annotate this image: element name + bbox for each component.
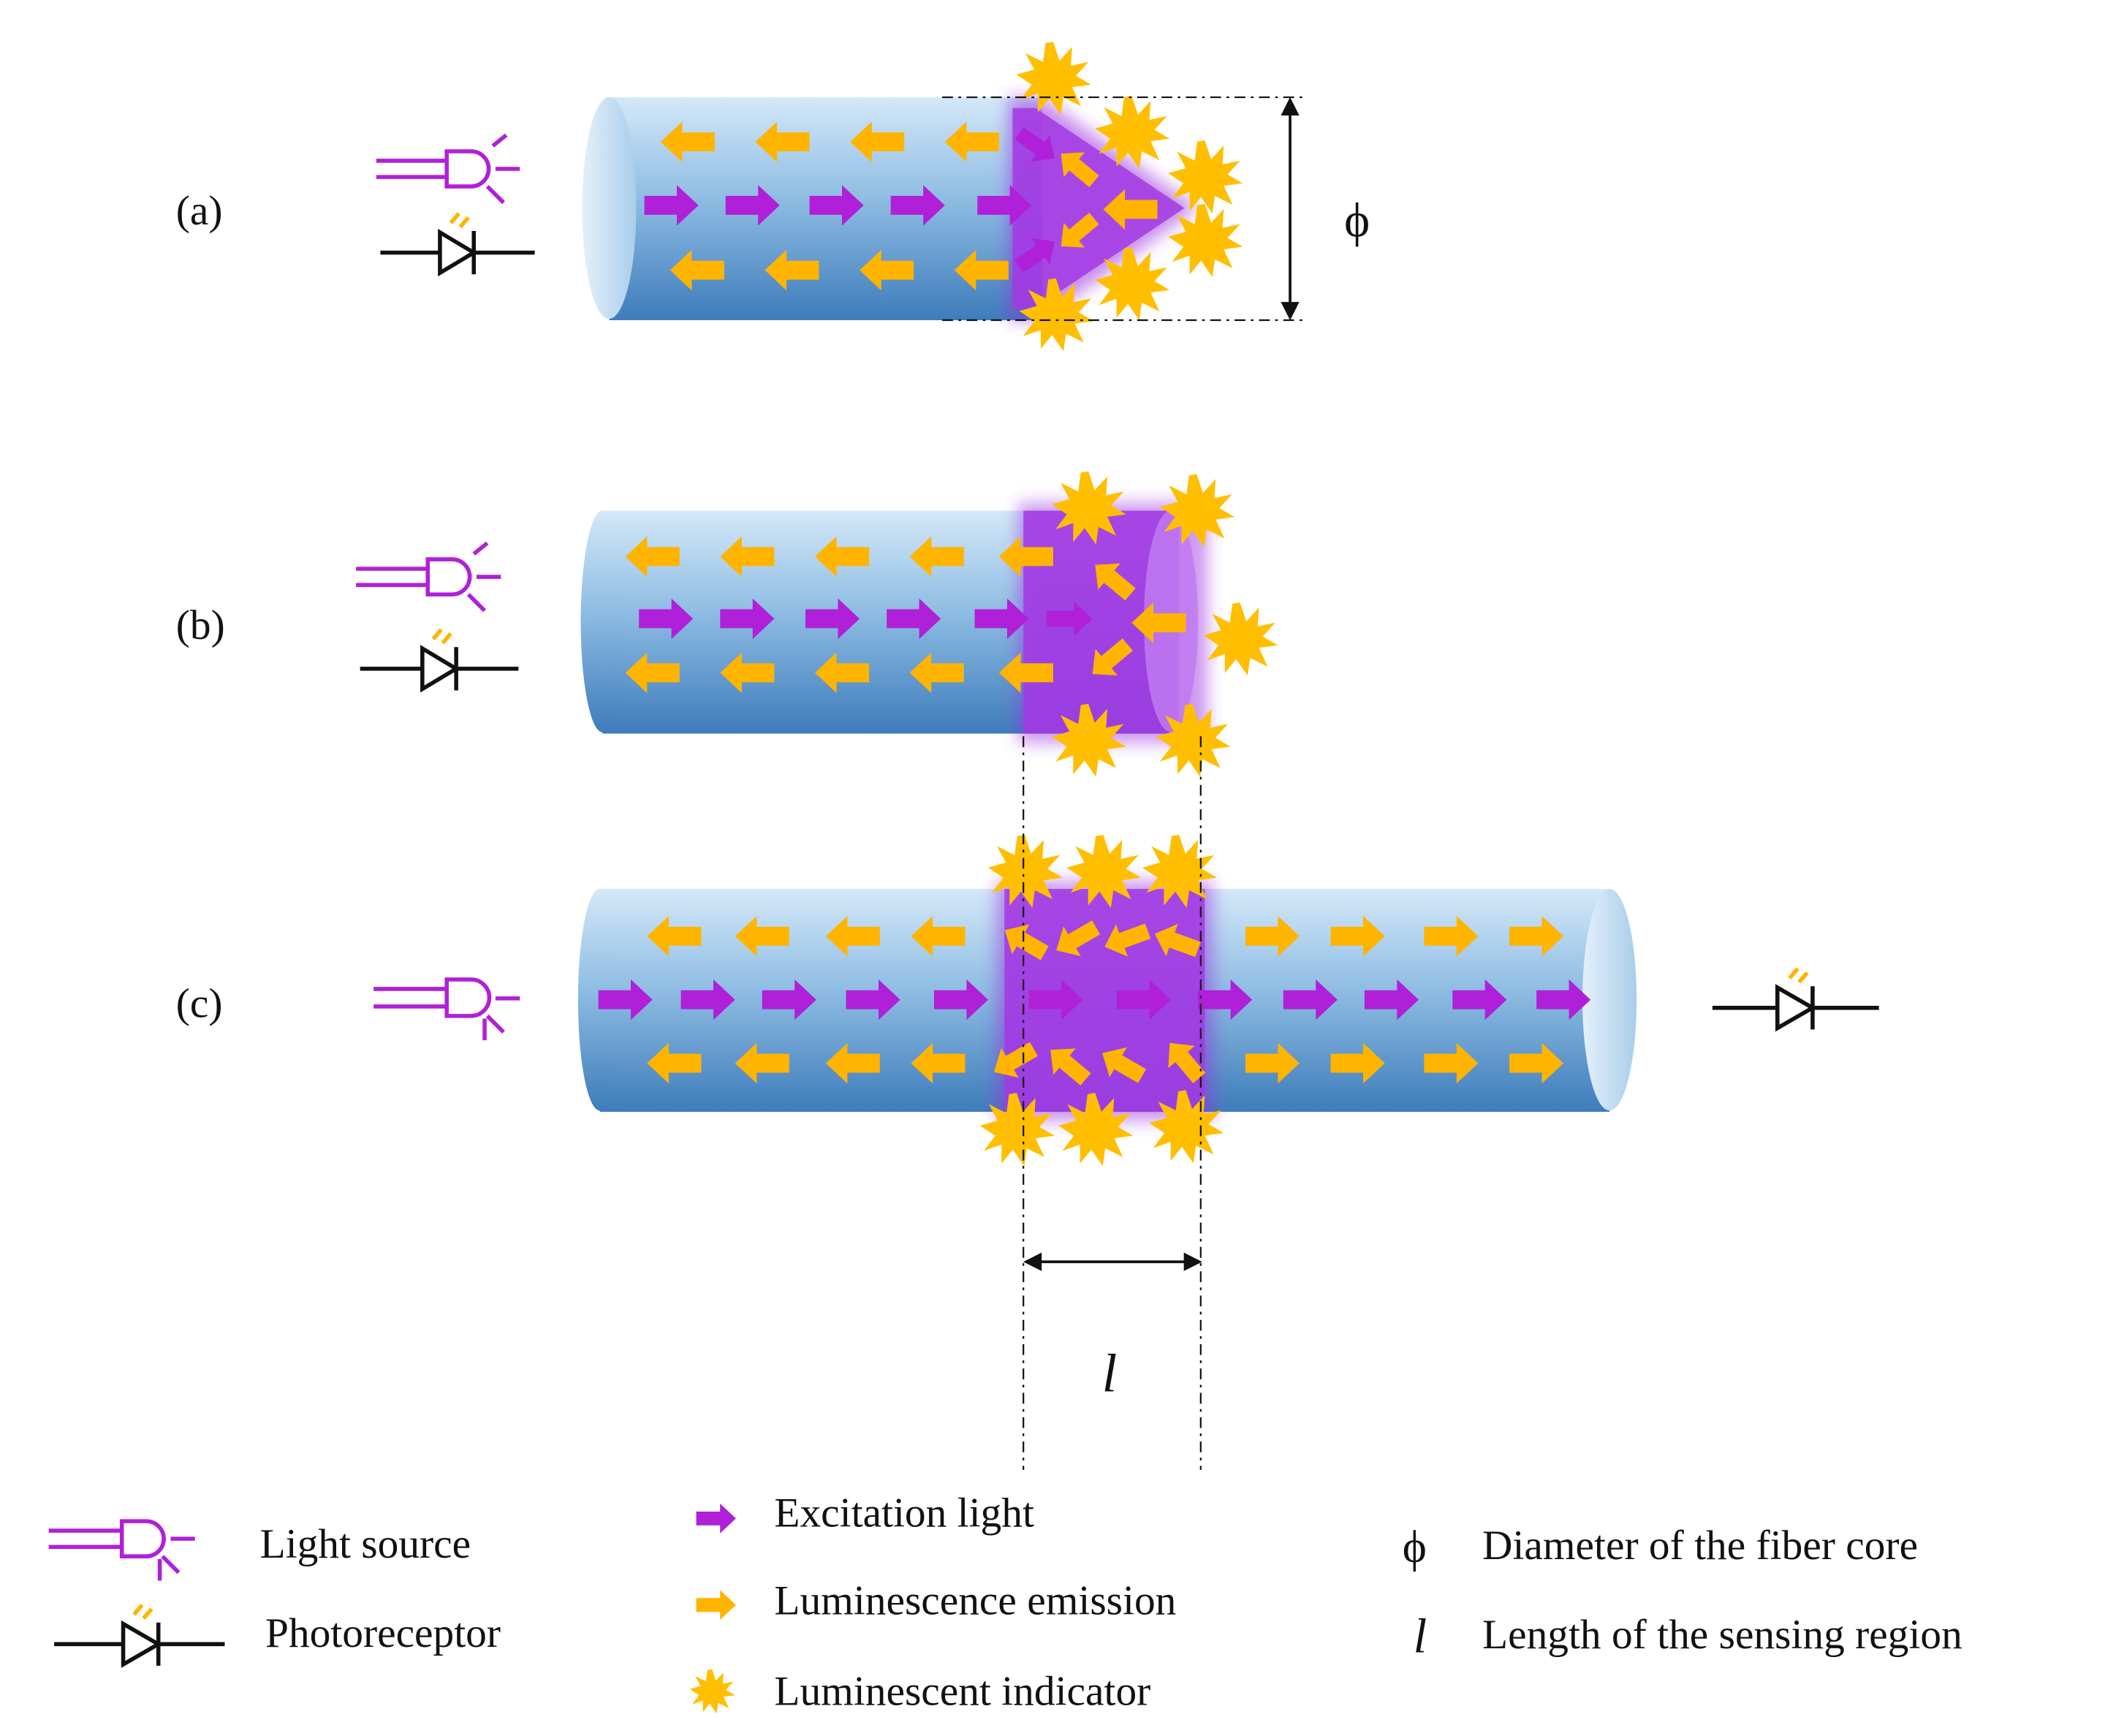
- panel-b: (b): [176, 471, 1278, 777]
- panel-c: (c): [176, 736, 1879, 1470]
- photoreceptor-icon-b: [360, 628, 519, 693]
- legend: Light source Photoreceptor Excitation li…: [48, 1490, 1962, 1715]
- length-dimension: [1023, 736, 1202, 1470]
- legend-photoreceptor-icon: [54, 1603, 225, 1668]
- legend-excitation-arrow-icon: [696, 1504, 736, 1534]
- legend-light-source-icon: [48, 1519, 195, 1581]
- legend-indicator-star-icon: [689, 1669, 735, 1714]
- legend-length-symbol: l: [1414, 1610, 1427, 1663]
- light-source-icon-c: [373, 977, 520, 1041]
- legend-length-label: Length of the sensing region: [1482, 1612, 1962, 1658]
- legend-diameter-symbol: ϕ: [1403, 1521, 1427, 1572]
- legend-emission-arrow-icon: [696, 1590, 736, 1621]
- panel-b-label: (b): [176, 602, 225, 648]
- legend-light-source-label: Light source: [260, 1521, 471, 1567]
- photoreceptor-icon-c: [1712, 967, 1879, 1032]
- length-symbol: l: [1102, 1344, 1118, 1404]
- sensing-region-a: [1008, 97, 1199, 321]
- photoreceptor-icon-a: [380, 212, 535, 277]
- light-source-icon-b: [356, 541, 501, 613]
- legend-photoreceptor-label: Photoreceptor: [265, 1610, 501, 1656]
- legend-diameter-label: Diameter of the fiber core: [1482, 1523, 1918, 1569]
- legend-indicator-label: Luminescent indicator: [774, 1669, 1150, 1715]
- panel-c-label: (c): [176, 981, 223, 1027]
- legend-excitation-label: Excitation light: [774, 1490, 1034, 1536]
- light-source-icon-a: [376, 133, 520, 205]
- diameter-symbol: ϕ: [1344, 194, 1370, 248]
- panel-a-label: (a): [176, 188, 223, 234]
- diameter-dimension: [942, 96, 1307, 322]
- panel-a: (a): [176, 42, 1370, 352]
- legend-emission-label: Luminescence emission: [774, 1578, 1176, 1624]
